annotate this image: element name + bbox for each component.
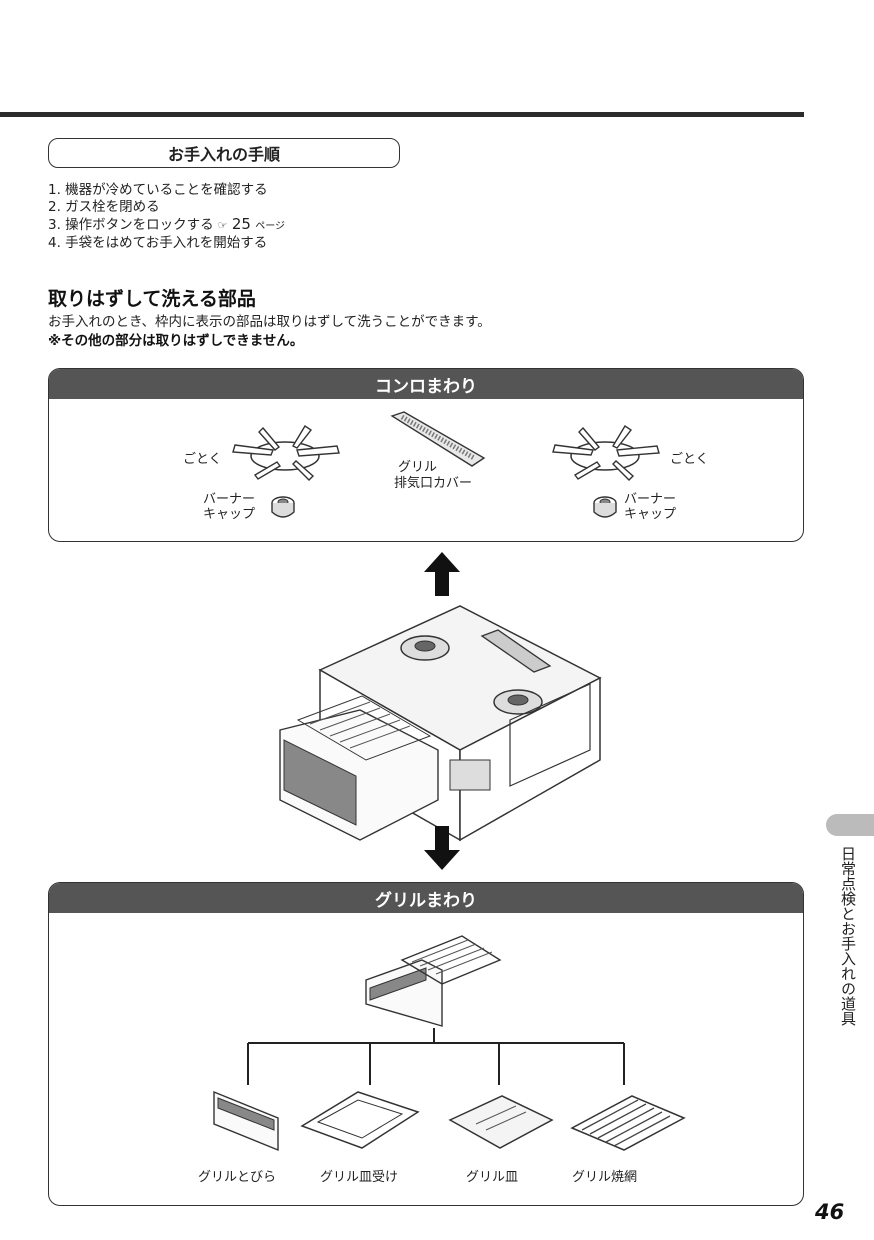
- section-description: お手入れのとき、枠内に表示の部品は取りはずして洗うことができます。: [48, 314, 491, 330]
- section-tab: [826, 814, 874, 836]
- page-ref-number: 25: [231, 215, 251, 233]
- procedure-title: お手入れの手順: [48, 138, 400, 168]
- grill-header: グリルまわり: [49, 883, 803, 913]
- konro-header: コンロまわり: [49, 369, 803, 399]
- step-3: 3. 操作ボタンをロックする☞ 25 ページ: [48, 216, 285, 235]
- arrow-down-icon: [424, 826, 460, 870]
- grill-part-label: グリル皿受け: [320, 1170, 399, 1185]
- trivet-left-label: ごとく: [183, 452, 222, 467]
- cap-left-line1: バーナー: [203, 492, 256, 507]
- step-3-text: 3. 操作ボタンをロックする: [48, 217, 214, 233]
- cap-right-line1: バーナー: [624, 492, 677, 507]
- grill-assembly-icon: [365, 935, 502, 1027]
- grill-tray-icon: [448, 1095, 554, 1149]
- grill-net-icon: [570, 1095, 686, 1151]
- vent-cover-icon: [390, 411, 486, 467]
- grill-part-label: グリルとびら: [198, 1170, 277, 1185]
- grill-part-label: グリル皿: [466, 1170, 519, 1185]
- procedure-title-text: お手入れの手順: [167, 145, 280, 164]
- cap-right-label: バーナーキャップ: [624, 492, 676, 522]
- cap-right-line2: キャップ: [624, 507, 677, 522]
- konro-panel: コンロまわり: [48, 368, 804, 542]
- step-2: 2. ガス栓を閉める: [48, 199, 160, 215]
- page-ref-icon: ☞: [217, 219, 228, 232]
- grill-tray-holder-icon: [300, 1091, 420, 1149]
- burner-cap-icon: [271, 496, 295, 518]
- section-title: 取りはずして洗える部品: [48, 288, 256, 310]
- section-tab-label: 日常点検とお手入れの道具: [839, 846, 857, 1026]
- procedure-steps: 1. 機器が冷めていることを確認する 2. ガス栓を閉める 3. 操作ボタンをロ…: [48, 182, 285, 252]
- top-rule: [0, 112, 804, 117]
- step-4: 4. 手袋をはめてお手入れを開始する: [48, 235, 268, 251]
- trivet-right-label: ごとく: [670, 452, 709, 467]
- stove-illustration: [279, 605, 602, 842]
- grill-part-label: グリル焼網: [572, 1170, 638, 1185]
- step-1: 1. 機器が冷めていることを確認する: [48, 182, 268, 198]
- section-note: ※その他の部分は取りはずしできません。: [48, 333, 304, 349]
- page-number: 46: [815, 1200, 845, 1224]
- vent-label-2: 排気口カバー: [394, 476, 473, 491]
- page-ref-suffix: ページ: [255, 221, 286, 232]
- arrow-up-icon: [424, 552, 460, 596]
- burner-cap-icon: [593, 496, 617, 518]
- cap-left-line2: キャップ: [203, 507, 256, 522]
- trivet-icon: [232, 425, 340, 481]
- cap-left-label: バーナーキャップ: [203, 492, 255, 522]
- grill-door-icon: [213, 1090, 279, 1152]
- trivet-icon: [552, 425, 660, 481]
- vent-label-1: グリル: [398, 460, 438, 475]
